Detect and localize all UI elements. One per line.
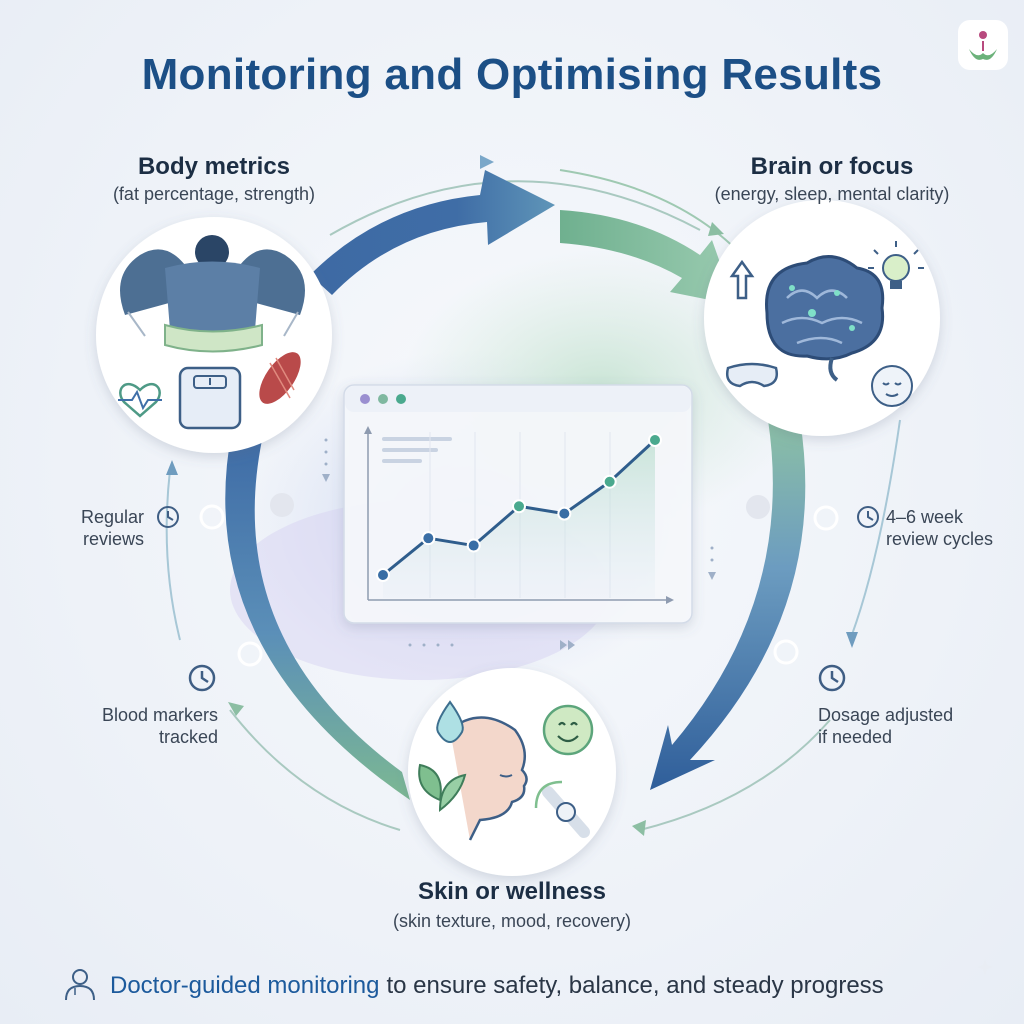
marker-ring-right-2: [773, 639, 799, 665]
marker-dot-right: [746, 495, 770, 519]
lightbulb-icon: [868, 241, 924, 289]
skin-wellness-title: Skin or wellness: [417, 878, 607, 905]
guide-arrowhead-topright: [708, 222, 724, 236]
chart-x-axis-arrow: [666, 596, 674, 604]
chart-legend-bar: [382, 437, 452, 441]
up-arrow-icon: [729, 259, 755, 300]
chart-point: [421, 531, 436, 546]
marker-ring-left-1: [199, 504, 225, 530]
clock-icon: [818, 664, 846, 692]
heart-icon: [118, 383, 162, 418]
joint-icon: [534, 780, 590, 838]
regular-reviews-label: Regular reviews: [80, 507, 144, 549]
doctor-icon: [65, 969, 95, 1001]
cycle-arrow-top-blue: [310, 170, 555, 295]
clock-icon: [857, 506, 879, 528]
chart-point: [557, 506, 572, 521]
chart-area: [383, 440, 655, 598]
page-title: Monitoring and Optimising Results: [141, 50, 883, 99]
skin-wellness-subtitle: (skin texture, mood, recovery): [392, 911, 632, 931]
marker-ring-right-1: [813, 505, 839, 531]
clock-icon: [188, 664, 216, 692]
scale-icon: [178, 366, 242, 430]
chart-point: [466, 538, 481, 553]
guide-arrowhead-left: [166, 460, 178, 475]
calm-face-icon: [871, 365, 913, 407]
sleep-mask-icon: [726, 362, 778, 388]
muscle-icon: [259, 352, 301, 404]
leaf-icon: [418, 763, 467, 813]
chart-point: [376, 568, 390, 582]
smile-icon: [542, 704, 594, 756]
guide-arc-bottomleft: [229, 709, 401, 831]
water-drop-icon: [436, 700, 464, 744]
guide-arc-right: [849, 419, 901, 641]
footer-highlight: Doctor-guided monitoring: [110, 972, 380, 999]
brain-focus-subtitle: (energy, sleep, mental clarity): [714, 184, 950, 204]
guide-arc-bottomright: [639, 719, 831, 831]
blood-markers-label: Blood markers tracked: [101, 705, 218, 747]
marker-ring-left-2: [237, 641, 263, 667]
guide-arrowhead-top: [480, 155, 494, 169]
chart-point: [648, 433, 662, 447]
brain-icon: [765, 255, 885, 382]
chart-window-titlebar: [345, 386, 691, 412]
window-dot-icon: [396, 394, 406, 404]
footer-note: Doctor-guided monitoring to ensure safet…: [62, 964, 1002, 1008]
face-profile-icon: [449, 716, 528, 841]
sparkle-icon: [977, 959, 993, 975]
review-cycles-label: 4–6 week review cycles: [886, 507, 994, 549]
chart-window-decor: [322, 438, 716, 650]
cycle-arrow-right: [650, 420, 806, 790]
guide-arc-top: [329, 180, 701, 236]
window-dot-icon: [360, 394, 370, 404]
body-metrics-subtitle: (fat percentage, strength): [112, 184, 316, 204]
chart-points: [376, 433, 662, 582]
cycle-arrow-top-green: [560, 210, 735, 305]
cycle-arrow-left: [225, 430, 410, 800]
guide-arc-left: [165, 469, 181, 641]
guide-arrowhead-right: [846, 632, 858, 648]
guide-arrowhead-bottomleft: [228, 702, 244, 716]
body-metrics-title: Body metrics: [137, 153, 291, 180]
chart-point: [602, 474, 617, 489]
dosage-adjusted-label: Dosage adjusted if needed: [818, 705, 954, 747]
logo-icon: [958, 20, 1008, 70]
guide-arrowhead-bottomright: [632, 820, 646, 836]
marker-dot-left: [270, 493, 294, 517]
chart-legend-bar: [382, 459, 422, 463]
footer-text: to ensure safety, balance, and steady pr…: [386, 972, 884, 999]
chart-y-axis-arrow: [364, 426, 372, 434]
window-dot-icon: [378, 394, 388, 404]
chart-point: [512, 499, 526, 514]
body-metrics-illustration: [120, 235, 305, 353]
clock-icon: [157, 506, 179, 528]
chart-legend-bar: [382, 448, 438, 452]
brain-focus-title: Brain or focus: [750, 153, 914, 180]
